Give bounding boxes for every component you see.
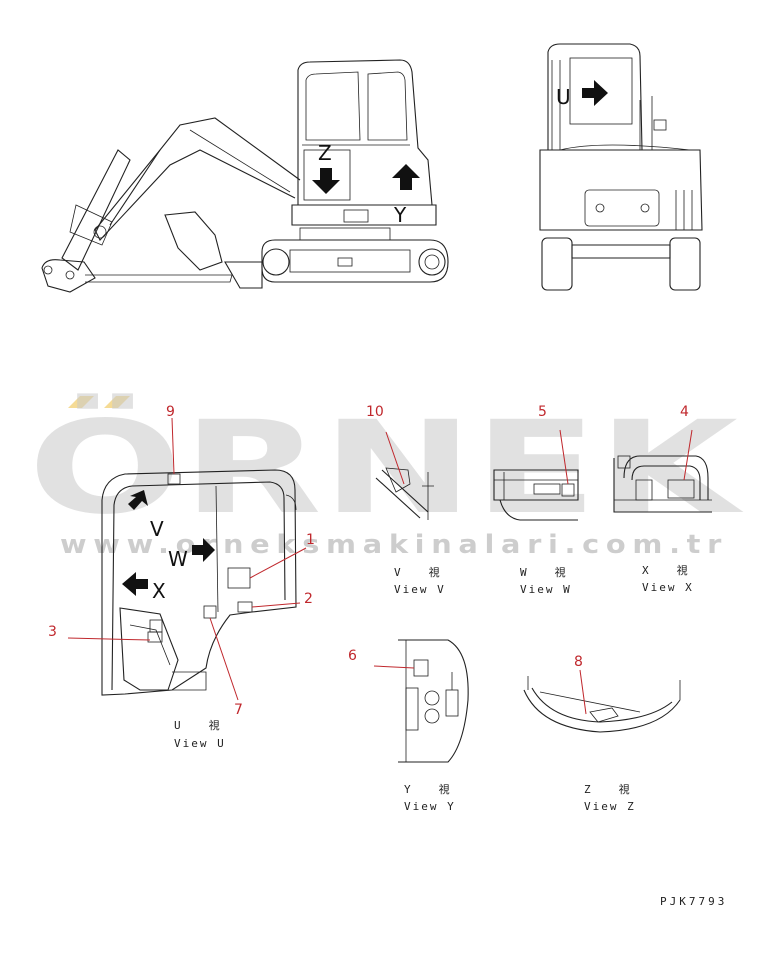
caption-y-jp: Y 視	[404, 782, 452, 796]
callout-7: 7	[234, 702, 243, 718]
arrow-diagonal-icon	[128, 490, 148, 510]
arrow-down-icon	[312, 168, 340, 194]
watermark-accent-right	[104, 396, 130, 408]
excavator-rear-view: U	[539, 43, 703, 291]
caption-u-jp: U 視	[174, 718, 222, 732]
excavator-side-view: Z Y	[41, 59, 449, 293]
caption-w-jp: W 視	[520, 565, 568, 579]
view-x-drawing	[613, 429, 712, 513]
callout-3: 3	[48, 624, 57, 640]
callout-5: 5	[538, 404, 547, 420]
view-captions: U 視 View U V 視 View V W 視 View W X 視 Vie…	[174, 563, 694, 813]
callout-8: 8	[574, 654, 583, 670]
caption-v-en: View V	[394, 583, 446, 596]
callout-1: 1	[306, 532, 315, 548]
caption-v-jp: V 視	[394, 565, 442, 579]
view-z-drawing	[523, 669, 681, 733]
arrow-right-icon	[192, 538, 215, 562]
arrow-left-icon	[122, 572, 148, 596]
callout-6: 6	[348, 648, 357, 664]
callout-10: 10	[366, 404, 384, 420]
caption-u-en: View U	[174, 737, 226, 750]
arrow-right-icon	[582, 80, 608, 106]
view-y-drawing	[373, 639, 469, 763]
arrow-up-icon	[392, 164, 420, 190]
caption-z-jp: Z 視	[584, 782, 632, 796]
watermark-url: www.orneksmakinalari.com.tr	[60, 530, 728, 560]
view-letter-x: X	[152, 579, 166, 603]
drawing-code: PJK7793	[660, 895, 727, 908]
view-letter-y: Y	[393, 203, 407, 227]
view-u-drawing: V W X	[67, 417, 307, 701]
view-letter-w: W	[168, 547, 188, 571]
watermark: ÖRNEK www.orneksmakinalari.com.tr	[28, 393, 745, 560]
callout-numbers: 1 2 3 4 5 6 7 8 9 10	[48, 404, 689, 718]
view-v-drawing	[375, 431, 434, 520]
caption-x-en: View X	[642, 581, 694, 594]
watermark-accent-left	[68, 396, 94, 408]
caption-x-jp: X 視	[642, 563, 690, 577]
view-letter-z: Z	[318, 141, 332, 165]
caption-z-en: View Z	[584, 800, 636, 813]
callout-4: 4	[680, 404, 689, 420]
view-w-drawing	[493, 429, 579, 521]
caption-w-en: View W	[520, 583, 572, 596]
callout-2: 2	[304, 591, 313, 607]
view-letter-v: V	[150, 517, 164, 541]
view-letter-u: U	[556, 85, 571, 109]
caption-y-en: View Y	[404, 800, 456, 813]
callout-9: 9	[166, 404, 175, 420]
